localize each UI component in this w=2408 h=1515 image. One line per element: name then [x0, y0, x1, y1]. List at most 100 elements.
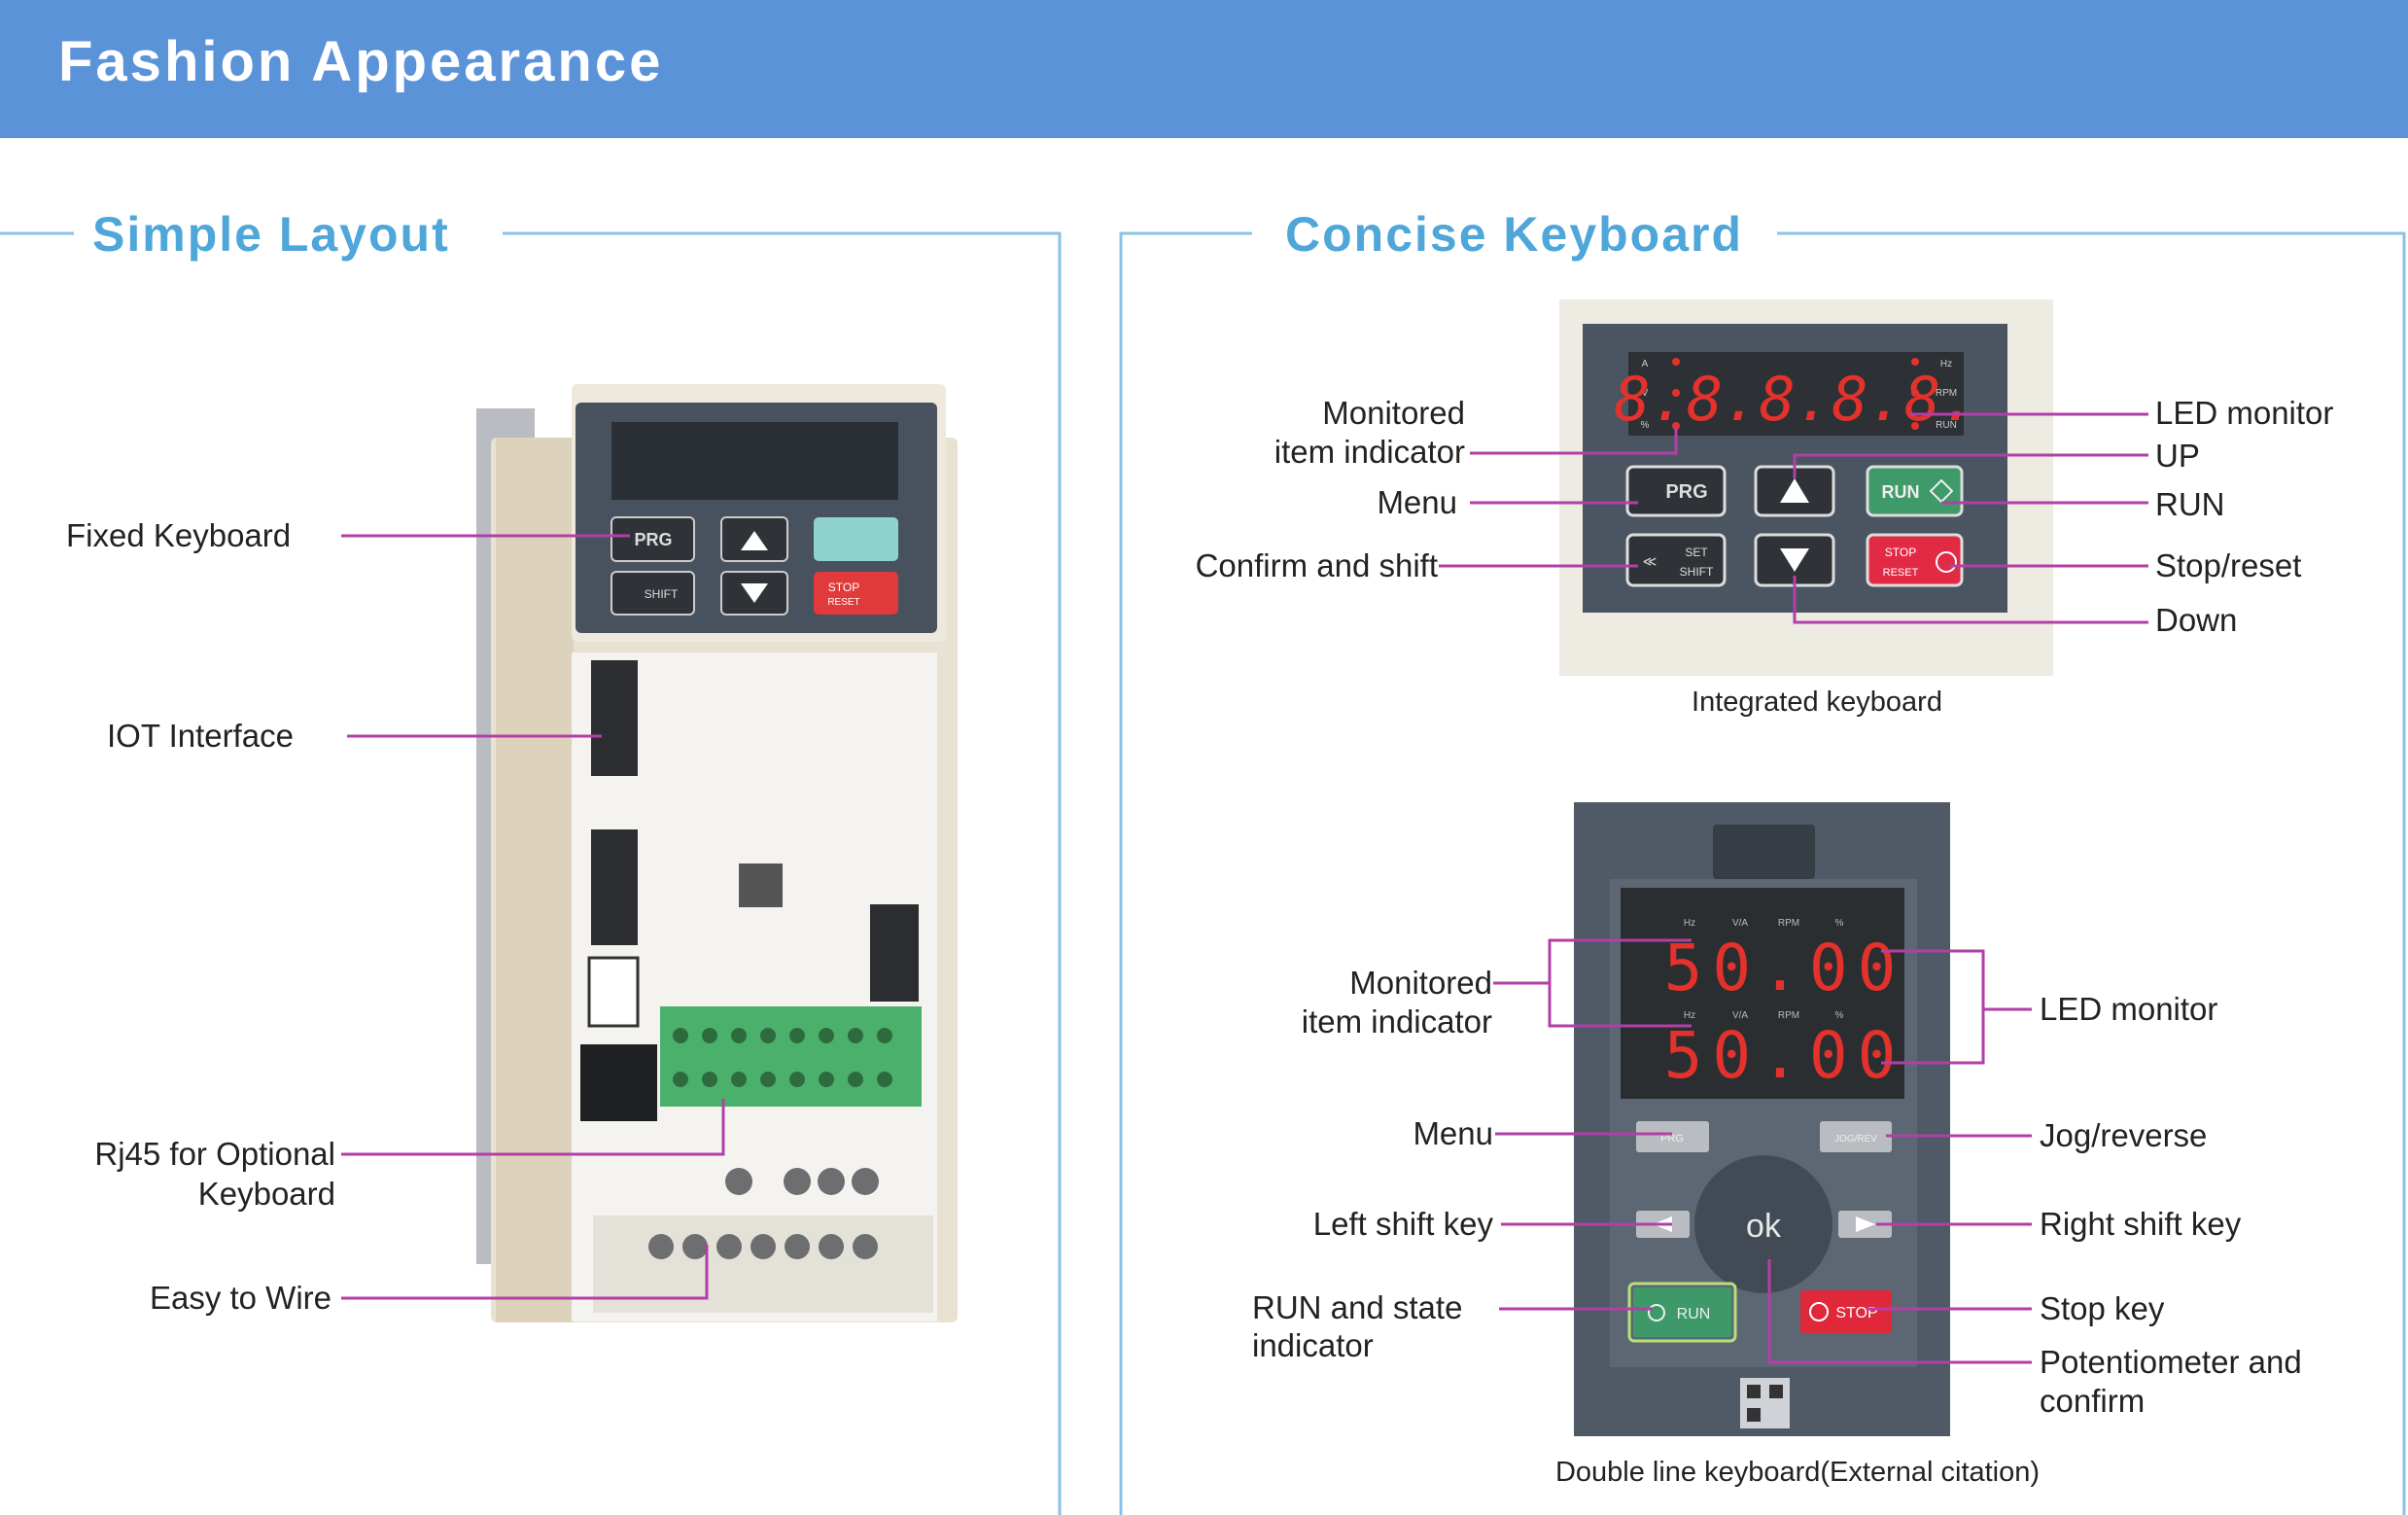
leader-lines [341, 412, 2148, 1364]
double-run-button [1633, 1287, 1731, 1337]
svg-text:SHIFT: SHIFT [1680, 565, 1714, 579]
svg-text:RUN: RUN [1936, 420, 1957, 431]
svg-text:V/A: V/A [1732, 918, 1748, 929]
svg-text:Hz: Hz [1684, 1010, 1695, 1021]
svg-text:SET: SET [1685, 546, 1708, 559]
svg-text:RESET: RESET [827, 597, 859, 608]
section-frames [0, 231, 2406, 1515]
right-frame [1119, 231, 2406, 1515]
svg-text:%: % [1835, 1010, 1844, 1021]
down-arrow-icon [1780, 548, 1809, 572]
section-title-simple-layout: Simple Layout [92, 207, 450, 262]
qr-code [739, 863, 783, 907]
up-arrow-icon [1780, 478, 1809, 503]
svg-text:RESET: RESET [1883, 567, 1919, 579]
double-stop-button [1800, 1290, 1892, 1333]
label-left-shift: Left shift key [1312, 1206, 1493, 1242]
header-banner: Fashion Appearance [0, 0, 2408, 138]
label-jog-reverse: Jog/reverse [2040, 1117, 2208, 1153]
label-rj45-line2: Keyboard [197, 1176, 335, 1212]
label-monitored-2: item indicator [1274, 434, 1465, 470]
label-led-monitor: LED monitor [2155, 395, 2334, 431]
svg-text:RPM: RPM [1778, 918, 1799, 929]
svg-text:PRG: PRG [1665, 481, 1707, 503]
double-jog-button [1820, 1121, 1892, 1152]
label-monitored-2: item indicator [1301, 1004, 1492, 1039]
keypad-prg-button [611, 516, 695, 562]
label-fixed-keyboard: Fixed Keyboard [66, 517, 292, 553]
label-menu: Menu [1413, 1115, 1493, 1151]
down-arrow-icon [741, 583, 768, 603]
up-arrow-icon [741, 531, 768, 550]
label-right-shift: Right shift key [2040, 1206, 2242, 1242]
svg-text:%: % [1835, 918, 1844, 929]
svg-text:A: A [1642, 359, 1649, 370]
label-down: Down [2155, 602, 2238, 638]
svg-text:JOG/REV: JOG/REV [1834, 1134, 1877, 1145]
svg-text:RUN: RUN [1882, 482, 1920, 502]
svg-text:PRG: PRG [1660, 1133, 1684, 1145]
integrated-display [1628, 352, 1964, 436]
label-up: UP [2155, 438, 2200, 474]
double-prg-button [1636, 1121, 1709, 1152]
label-menu: Menu [1377, 484, 1457, 520]
svg-text:RPM: RPM [1778, 1010, 1799, 1021]
led-line-2: 50.00 [1664, 1018, 1906, 1093]
svg-text:Hz: Hz [1940, 359, 1952, 370]
led-line-1: 50.00 [1664, 931, 1906, 1005]
label-monitored-1: Monitored [1322, 395, 1465, 431]
svg-text:V/A: V/A [1732, 1010, 1748, 1021]
integrated-prg-button [1625, 465, 1727, 517]
svg-text:V: V [1642, 388, 1649, 399]
inverter-device: PRG SHIFT STOP RESET [476, 384, 958, 1322]
svg-text:SHIFT: SHIFT [645, 587, 679, 601]
label-stop-key: Stop key [2040, 1290, 2165, 1326]
stop-icon [1936, 551, 1957, 573]
potentiometer-knob [1694, 1155, 1832, 1293]
right-arrow-icon [1856, 1216, 1875, 1232]
label-potentiometer-2: confirm [2040, 1383, 2146, 1419]
page-title: Fashion Appearance [58, 30, 664, 93]
svg-text:RUN: RUN [1677, 1306, 1711, 1322]
stop-icon [1809, 1302, 1829, 1321]
svg-text:Hz: Hz [1684, 918, 1695, 929]
label-run: RUN [2155, 486, 2225, 522]
rj45-port [580, 1044, 657, 1121]
svg-text:%: % [1641, 420, 1650, 431]
label-run-state-2: indicator [1252, 1327, 1374, 1363]
label-potentiometer-1: Potentiometer and [2040, 1344, 2302, 1380]
integrated-keyboard: A V % Hz RPM RUN 8.8.8.8.8. PRG RUN SET … [1559, 299, 2053, 676]
integrated-run-button [1866, 465, 1964, 517]
keypad-run-button [814, 517, 898, 561]
keypad-shift-button [611, 571, 695, 616]
svg-text:PRG: PRG [634, 530, 672, 549]
label-run-state-1: RUN and state [1252, 1289, 1463, 1325]
svg-text:STOP: STOP [828, 581, 859, 594]
terminal-block [660, 1006, 922, 1107]
run-icon [1648, 1304, 1665, 1321]
label-led-monitor: LED monitor [2040, 991, 2218, 1027]
label-confirm-shift: Confirm and shift [1195, 547, 1438, 583]
caption-integrated-keyboard: Integrated keyboard [1692, 687, 1942, 718]
svg-text:RPM: RPM [1936, 388, 1957, 399]
double-display [1621, 888, 1904, 1099]
integrated-shift-button [1625, 533, 1727, 587]
shift-left-icon: ≪ [1643, 553, 1658, 569]
label-stop-reset: Stop/reset [2155, 547, 2302, 583]
integrated-led-value: 8.8.8.8.8. [1614, 364, 1976, 435]
integrated-stop-button [1866, 533, 1964, 587]
keypad-display [611, 422, 898, 500]
iot-connector [591, 660, 638, 776]
svg-text:STOP: STOP [1885, 546, 1916, 559]
keypad-stop-button [814, 572, 898, 615]
svg-text:ok: ok [1746, 1208, 1782, 1245]
label-easy-to-wire: Easy to Wire [149, 1280, 332, 1316]
left-frame [0, 231, 1062, 1515]
label-iot-interface: IOT Interface [107, 718, 294, 754]
io-connector [591, 829, 638, 945]
label-monitored-1: Monitored [1349, 965, 1492, 1001]
label-rj45-line1: Rj45 for Optional [94, 1136, 335, 1172]
section-title-concise-keyboard: Concise Keyboard [1285, 207, 1744, 262]
